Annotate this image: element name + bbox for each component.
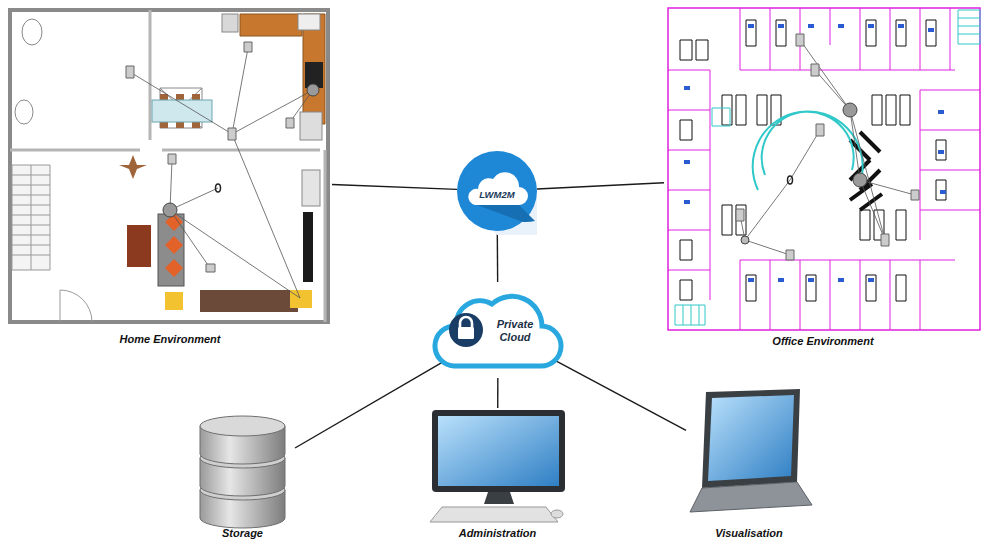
room-tags	[684, 24, 946, 282]
monitor-frame	[432, 410, 565, 492]
node-caption: Home Environment	[120, 333, 221, 346]
connector	[497, 231, 499, 282]
desktop-icon	[430, 410, 565, 522]
inner-walls	[10, 10, 325, 322]
node-caption: Office Environment	[772, 335, 873, 348]
sensors	[736, 34, 919, 260]
stairs	[675, 10, 980, 325]
gateway	[307, 84, 319, 96]
disk	[200, 416, 285, 436]
connector	[551, 358, 686, 430]
storage: Storage	[190, 415, 295, 542]
sensor	[216, 184, 221, 192]
cloud-outline	[435, 296, 561, 366]
laptop-base	[690, 482, 812, 512]
table	[127, 225, 151, 267]
monitor-stand	[484, 492, 514, 504]
home-environment: Home Environment	[8, 8, 332, 348]
node-label: LWM2M	[479, 189, 514, 200]
lwm2m-server: LWM2M	[457, 151, 537, 231]
sensor-pad	[290, 290, 312, 308]
connector	[295, 360, 446, 448]
gateway	[853, 173, 867, 187]
door	[60, 290, 92, 322]
cabinet	[302, 170, 320, 206]
private-cloud: Private Cloud	[432, 282, 564, 378]
node-caption: Storage	[222, 527, 263, 540]
lock-badge	[449, 313, 483, 347]
tv	[303, 212, 313, 282]
gateway	[163, 203, 177, 217]
cloud-shadow	[477, 205, 535, 222]
home-plan	[10, 10, 328, 322]
office-environment: Office Environment	[664, 0, 982, 350]
sofa	[200, 290, 298, 312]
office-outline	[668, 8, 980, 330]
lock-body	[458, 327, 474, 339]
laptop-lid	[702, 389, 800, 488]
home-walls	[10, 10, 328, 322]
gateway	[741, 236, 749, 244]
kitchen-sink	[222, 14, 238, 32]
mouse	[551, 510, 563, 518]
desks	[680, 20, 946, 301]
fridge	[298, 14, 320, 30]
connector	[497, 378, 499, 408]
connector	[537, 183, 664, 189]
connector	[332, 184, 457, 189]
laptop-screen	[708, 395, 794, 481]
kitchen-counter	[240, 14, 325, 124]
sensor-links	[130, 48, 313, 298]
toilet	[22, 19, 42, 45]
lock-shackle	[460, 317, 472, 328]
cloud-symbol	[468, 172, 528, 205]
room-walls	[668, 8, 980, 330]
node-caption: Visualisation	[715, 527, 782, 540]
keyboard	[430, 507, 558, 522]
cabinet	[300, 112, 322, 140]
monitor-screen	[438, 416, 559, 486]
lamp	[119, 155, 147, 179]
stairs	[12, 165, 50, 270]
sensor-links	[740, 40, 915, 255]
node-caption: Administration	[459, 527, 537, 540]
sink	[15, 100, 33, 124]
sensors	[126, 42, 294, 272]
gateway	[843, 103, 857, 117]
node-label: Private Cloud	[486, 318, 544, 344]
database-icon	[200, 416, 285, 528]
sensor-pad	[165, 292, 183, 310]
cushions	[165, 213, 183, 277]
circle-fill	[457, 151, 537, 231]
sensor	[788, 176, 793, 184]
office-plan	[668, 8, 980, 330]
laptop-icon	[690, 389, 812, 512]
administration: Administration	[425, 408, 570, 542]
visualisation: Visualisation	[686, 386, 812, 542]
